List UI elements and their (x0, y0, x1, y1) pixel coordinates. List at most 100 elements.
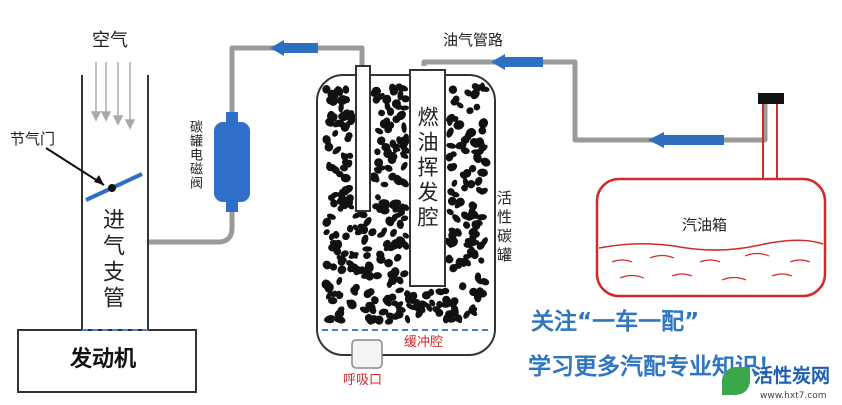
carbon-pellet (456, 102, 464, 109)
carbon-pellet (462, 221, 471, 229)
carbon-pellet (401, 95, 410, 103)
carbon-pellet (336, 170, 344, 178)
carbon-pellet (447, 196, 457, 206)
carbon-pellet (348, 252, 359, 259)
carbon-pellet (447, 115, 454, 126)
carbon-pellet (400, 161, 408, 171)
carbon-pellet (380, 181, 389, 188)
carbon-pellet (400, 215, 409, 222)
carbon-pellet (337, 257, 346, 266)
carbon-pellet (346, 203, 355, 210)
carbon-pellet (458, 282, 467, 291)
carbon-pellet (442, 313, 451, 324)
carbon-pellet (383, 294, 393, 303)
carbon-pellet (343, 197, 353, 204)
carbon-pellet (384, 102, 391, 111)
carbon-pellet (328, 233, 335, 241)
carbon-pellet (468, 304, 476, 314)
buffer-chamber-label: 缓冲腔 (404, 335, 444, 350)
carbon-pellet (428, 288, 435, 296)
carbon-pellet (476, 214, 487, 221)
carbon-pellet (374, 158, 384, 168)
carbon-pellet (324, 142, 334, 152)
carbon-pellet (435, 288, 445, 296)
carbon-pellet (479, 82, 486, 92)
carbon-pellet (476, 289, 488, 298)
carbon-pellet (323, 279, 330, 287)
watermark: 活性炭网 www.hxt7.com (720, 365, 840, 403)
carbon-pellet (447, 163, 455, 172)
carbon-pellet (418, 303, 426, 313)
carbon-pellet (466, 107, 474, 115)
carbon-pellet (379, 119, 389, 129)
carbon-pellets (321, 82, 491, 325)
carbon-pellet (459, 171, 468, 180)
carbon-pellet (392, 115, 401, 124)
carbon-pellet (324, 317, 335, 324)
carbon-pellet (325, 291, 333, 300)
carbon-pellet (361, 234, 369, 245)
carbon-pellet (404, 314, 411, 324)
carbon-pellet (403, 290, 411, 298)
carbon-pellet (384, 164, 393, 172)
carbon-pellet (336, 292, 344, 300)
carbon-pellet (339, 164, 348, 172)
watermark-url: www.hxt7.com (760, 391, 827, 401)
carbon-pellet (475, 186, 484, 194)
carbon-pellet (477, 168, 488, 177)
carbon-pellet (400, 147, 408, 158)
carbon-pellet (384, 318, 394, 325)
carbon-pellet (371, 296, 379, 305)
carbon-pellet (376, 250, 385, 260)
engine-label: 发动机 (70, 347, 137, 372)
carbon-pellet (448, 85, 458, 94)
fuel-vapor-chamber (409, 69, 446, 287)
carbon-pellet (476, 137, 485, 147)
carbon-pellet (395, 301, 404, 309)
carbon-pellet (328, 96, 338, 106)
air-label: 空气 (92, 30, 128, 51)
carbon-pellet (340, 250, 349, 258)
carbon-pellet (452, 95, 460, 104)
carbon-pellet (404, 294, 412, 305)
carbon-pellet (371, 86, 381, 96)
carbon-pellet (480, 157, 491, 167)
carbon-pellet (376, 136, 386, 145)
carbon-pellet (397, 208, 406, 217)
carbon-pellet (473, 103, 481, 111)
carbon-pellet (375, 127, 384, 135)
carbon-pellet (348, 117, 355, 125)
carbon-pellet (401, 122, 407, 134)
carbon-pellet (447, 188, 455, 196)
carbon-pellet (384, 258, 393, 268)
carbon-pellet (474, 176, 483, 186)
carbon-pellet (451, 115, 459, 122)
carbon-pellet (337, 265, 347, 275)
carbon-pellet (375, 93, 385, 101)
carbon-pellet (455, 197, 465, 207)
carbon-pellet (385, 312, 395, 320)
fuel-tank-label: 汽油箱 (682, 216, 728, 234)
carbon-pellet (468, 164, 477, 173)
carbon-pellet (372, 203, 381, 210)
carbon-pellet (471, 149, 482, 155)
carbon-pellet (341, 153, 349, 161)
carbon-pellet (388, 199, 400, 209)
throttle-plate (45, 147, 143, 202)
carbon-pellet (342, 184, 354, 194)
carbon-pellet (436, 300, 444, 309)
carbon-pellet (469, 233, 477, 243)
carbon-pellet (378, 109, 386, 117)
carbon-pellet (363, 217, 372, 227)
carbon-pellet (468, 249, 479, 259)
carbon-pellet (346, 260, 353, 267)
carbon-pellet (363, 252, 371, 260)
intake-manifold-column (81, 75, 149, 331)
carbon-pellet (342, 96, 351, 104)
carbon-pellet (470, 88, 480, 100)
carbon-pellet (334, 119, 346, 128)
carbon-pellet (337, 191, 344, 198)
watermark-brand: 活性炭网 (754, 365, 831, 387)
arrow-lower-right (648, 132, 724, 148)
